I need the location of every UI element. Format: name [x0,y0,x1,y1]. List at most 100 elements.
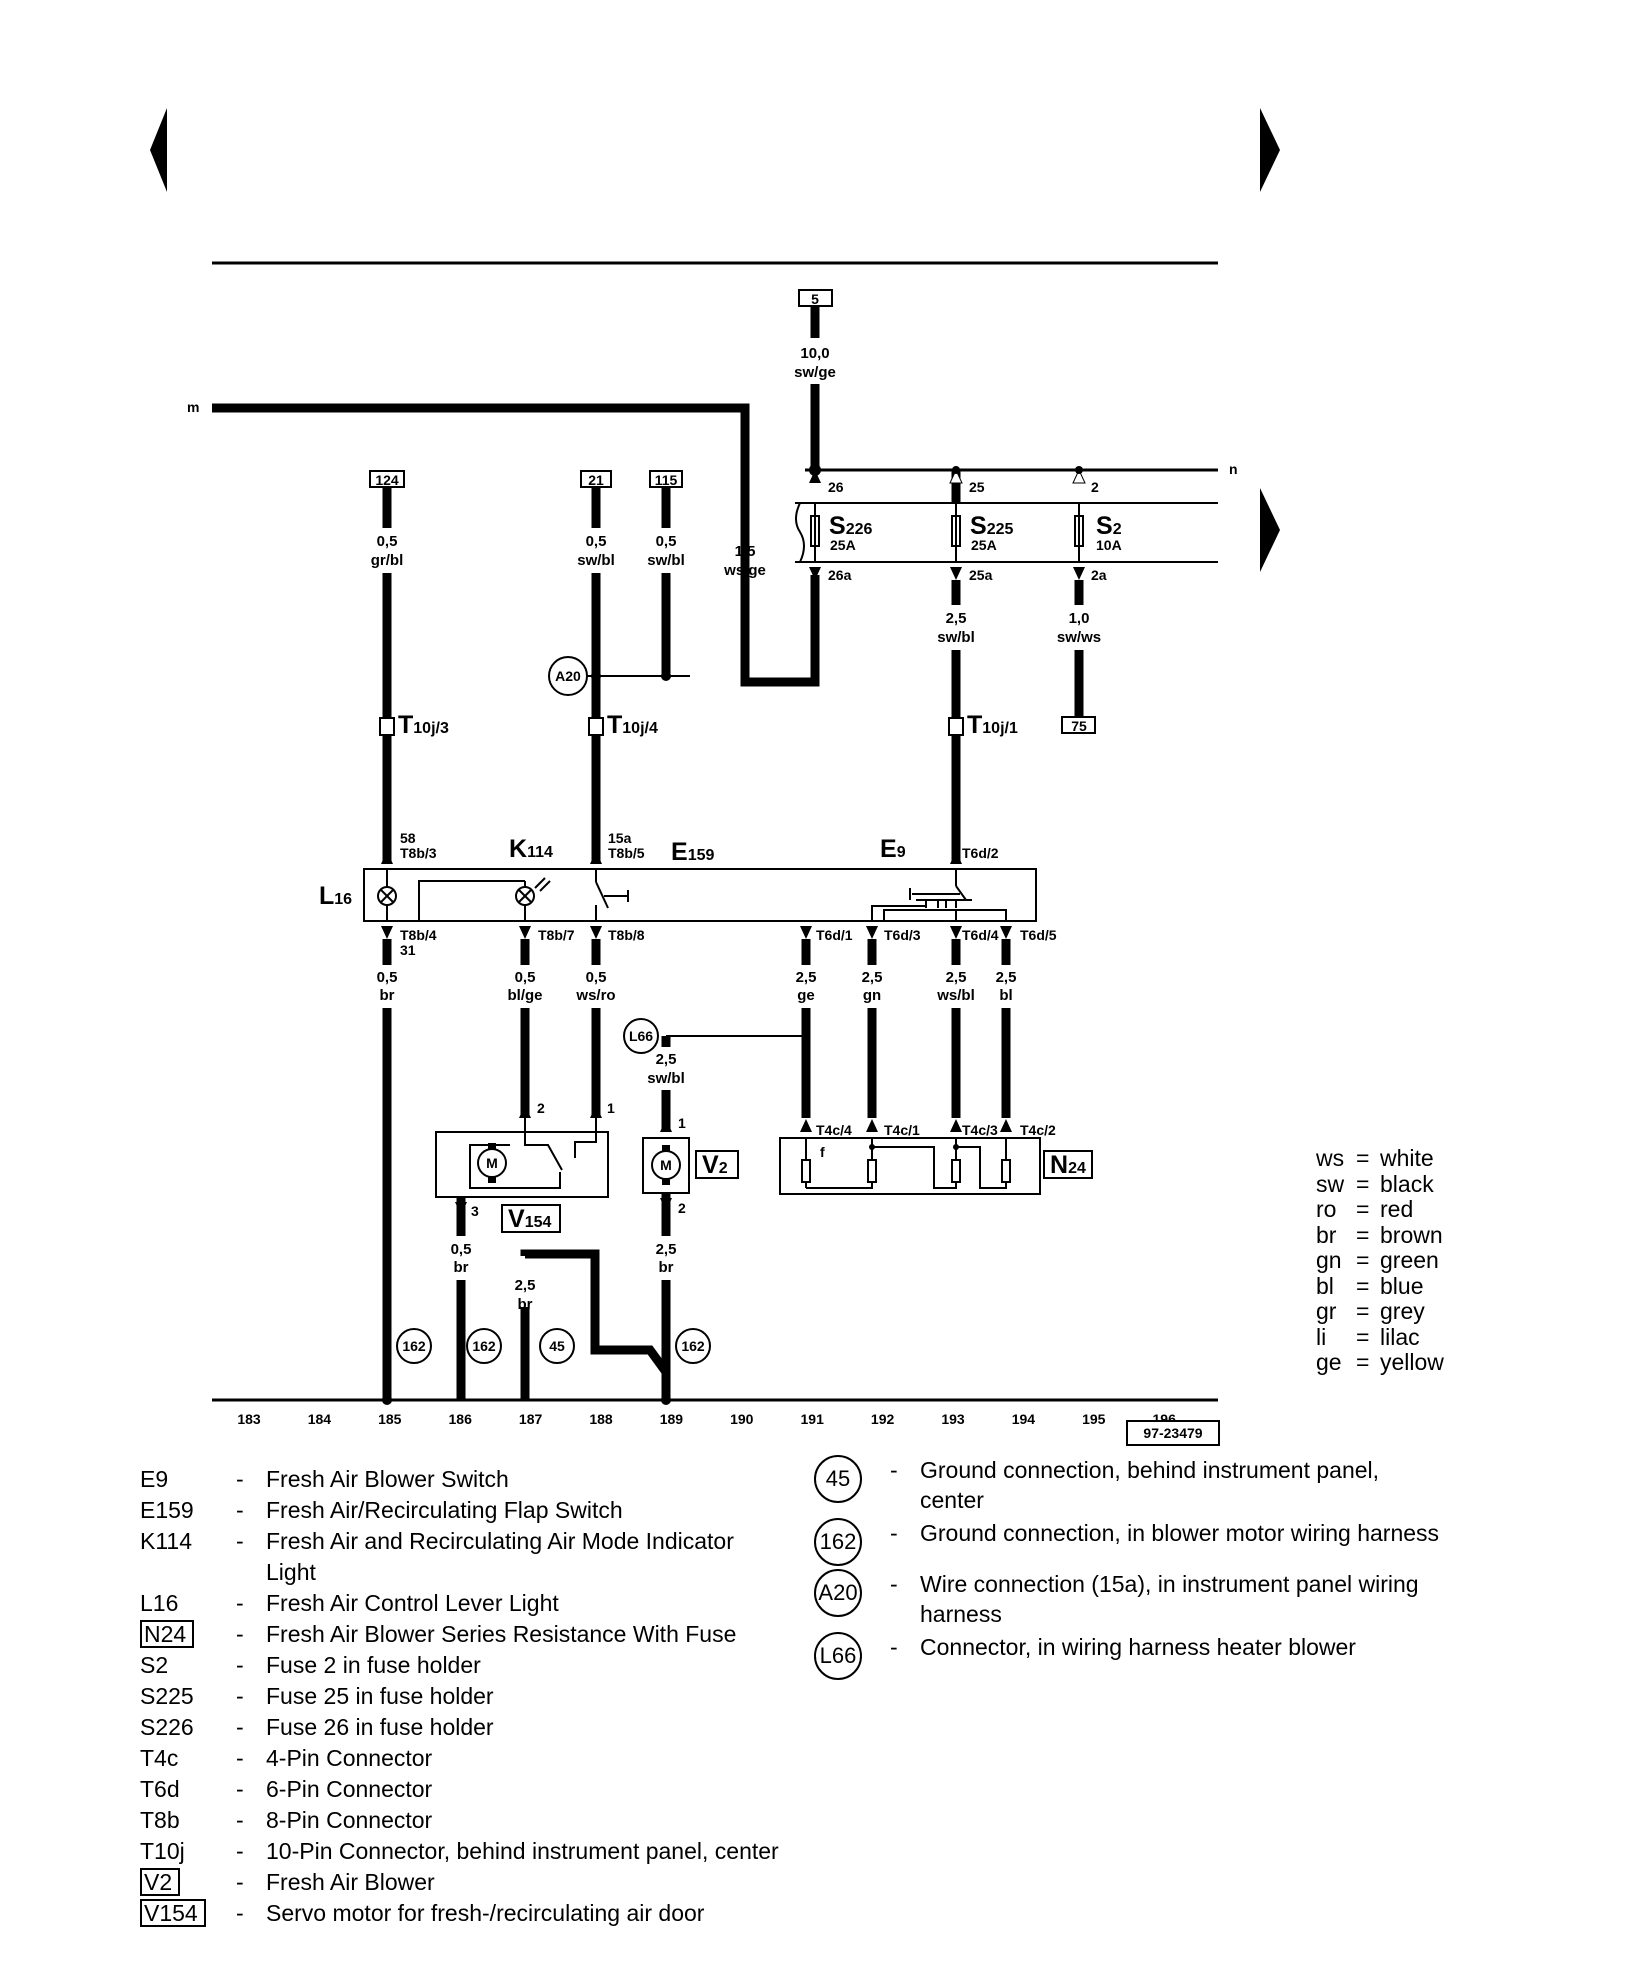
v154-label: V154 [508,1205,551,1233]
t10j1-symbol [948,717,964,736]
n24-fuse-mark: f [820,1144,825,1160]
ground-162-b [466,1328,502,1364]
fuse-s226-label: S226 [829,512,872,540]
fuse-s226-pin-out: 26a [828,567,852,583]
color-code: bl [1316,1272,1334,1299]
color-code: ro [1316,1196,1337,1222]
switch-e159-icon [595,881,609,909]
ground-legend-description: Wire connection (15a), in instrument pan… [920,1571,1419,1627]
wire-124-color: gr/bl [371,552,404,569]
ref-box-21-label: 21 [588,472,604,488]
ground-legend-dash: - [890,1571,898,1597]
legend-symbol: T10j [140,1836,236,1867]
legend-symbol: T4c [140,1743,236,1774]
color-code: gn [1316,1247,1342,1273]
color-code-row: li=lilac [1316,1323,1444,1351]
color-code-row: br=brown [1316,1222,1444,1249]
ground-legend-description: Connector, in wiring harness heater blow… [920,1634,1356,1660]
wire-m [212,403,820,687]
fuse-s225-pin-out: 25a [969,567,993,583]
legend-dash: - [236,1652,244,1678]
legend-row: S226-Fuse 26 in fuse holder [140,1712,786,1743]
wire-192-color: gn [863,987,881,1004]
color-eq: = [1356,1323,1370,1350]
legend-description: 10-Pin Connector, behind instrument pane… [266,1838,779,1864]
legend-symbol-text: E159 [140,1497,194,1523]
pin-t6d5: T6d/5 [1020,927,1057,943]
ref-box-75 [1061,716,1096,734]
wire-186-size: 0,5 [451,1241,472,1258]
pin-t4c4: T4c/4 [816,1122,852,1138]
t10j4-symbol [588,717,604,736]
fuse-s2-rating: 10A [1096,537,1122,553]
ground-legend-dash: - [890,1457,898,1483]
wire-21-size: 0,5 [586,533,607,550]
wire-193-size: 2,5 [946,969,967,986]
legend-row: V2-Fresh Air Blower [140,1867,786,1898]
color-eq: = [1356,1145,1370,1171]
legend-symbol: S225 [140,1681,236,1712]
legend-row: T8b-8-Pin Connector [140,1805,786,1836]
legend-dash: - [236,1621,244,1647]
pin-15a: 15a [608,830,632,846]
continue-arrow-icon[interactable] [1260,488,1280,572]
ground-162-b-label: 162 [472,1338,496,1354]
l16-label: L16 [319,882,352,910]
pin-t8b7: T8b/7 [538,927,575,943]
legend-dash: - [236,1869,244,1895]
pin-31: 31 [400,942,416,958]
fuse-s226-pin-in: 26 [828,479,844,495]
color-code-row: gr=grey [1316,1298,1444,1325]
wire-187-size: 2,5 [515,1277,536,1294]
wire-top-color: sw/ge [794,364,836,381]
v154-label-box [501,1204,561,1233]
pin-t4c1: T4c/1 [884,1122,920,1138]
wire-115-color: sw/bl [647,552,685,569]
legend-dash: - [236,1466,244,1492]
prev-page-arrow-icon[interactable] [150,108,167,192]
legend-row: T4c-4-Pin Connector [140,1743,786,1774]
page-ref-box [1126,1420,1220,1446]
fuse-s225-pin-in: 25 [969,479,985,495]
color-name: grey [1380,1298,1425,1324]
legend-description: Fresh Air and Recirculating Air Mode Ind… [266,1528,734,1585]
fuse-holder-break [795,502,805,563]
v2-pin-1: 1 [678,1115,686,1131]
wire-25a-color: sw/bl [937,629,975,646]
legend-symbol: K114 [140,1526,236,1588]
track-number: 186 [449,1411,473,1427]
t10j4-label: T10j/4 [607,711,658,739]
legend-row: T10j-10-Pin Connector, behind instrument… [140,1836,786,1867]
pin-t8b4: T8b/4 [400,927,437,943]
legend-dash: - [236,1590,244,1616]
v154-pin-3: 3 [471,1203,479,1219]
color-eq: = [1356,1298,1370,1324]
n24-box [779,1137,1041,1195]
wire-m-size: 1,5 [735,543,756,560]
pin-t4c3: T4c/3 [962,1122,998,1138]
color-code-row: bl=blue [1316,1272,1444,1300]
legend-dash: - [236,1528,244,1554]
switch-e9-icon [955,885,967,901]
ground-legend-row: A20-Wire connection (15a), in instrument… [812,1569,1440,1629]
wire-189a-size: 2,5 [656,1051,677,1068]
legend-description: 4-Pin Connector [266,1745,433,1771]
edge-marker-m: m [187,399,199,415]
pin-t6d1: T6d/1 [816,927,853,943]
next-page-arrow-icon[interactable] [1260,108,1280,192]
track-number: 190 [730,1411,754,1427]
wire-189-size: 2,5 [656,1241,677,1258]
ref-box-5-label: 5 [811,291,819,307]
legend-dash: - [236,1838,244,1864]
color-code: ge [1316,1349,1342,1375]
legend-symbol: T8b [140,1805,236,1836]
legend-symbol-text: V154 [140,1899,206,1927]
track-number: 195 [1082,1411,1106,1427]
fuse-s2-label: S2 [1096,512,1122,540]
v2-motor-label: M [660,1157,672,1173]
legend-symbol-text: V2 [140,1868,181,1896]
n24-label-box [1043,1150,1093,1179]
track-number: 194 [1012,1411,1036,1427]
